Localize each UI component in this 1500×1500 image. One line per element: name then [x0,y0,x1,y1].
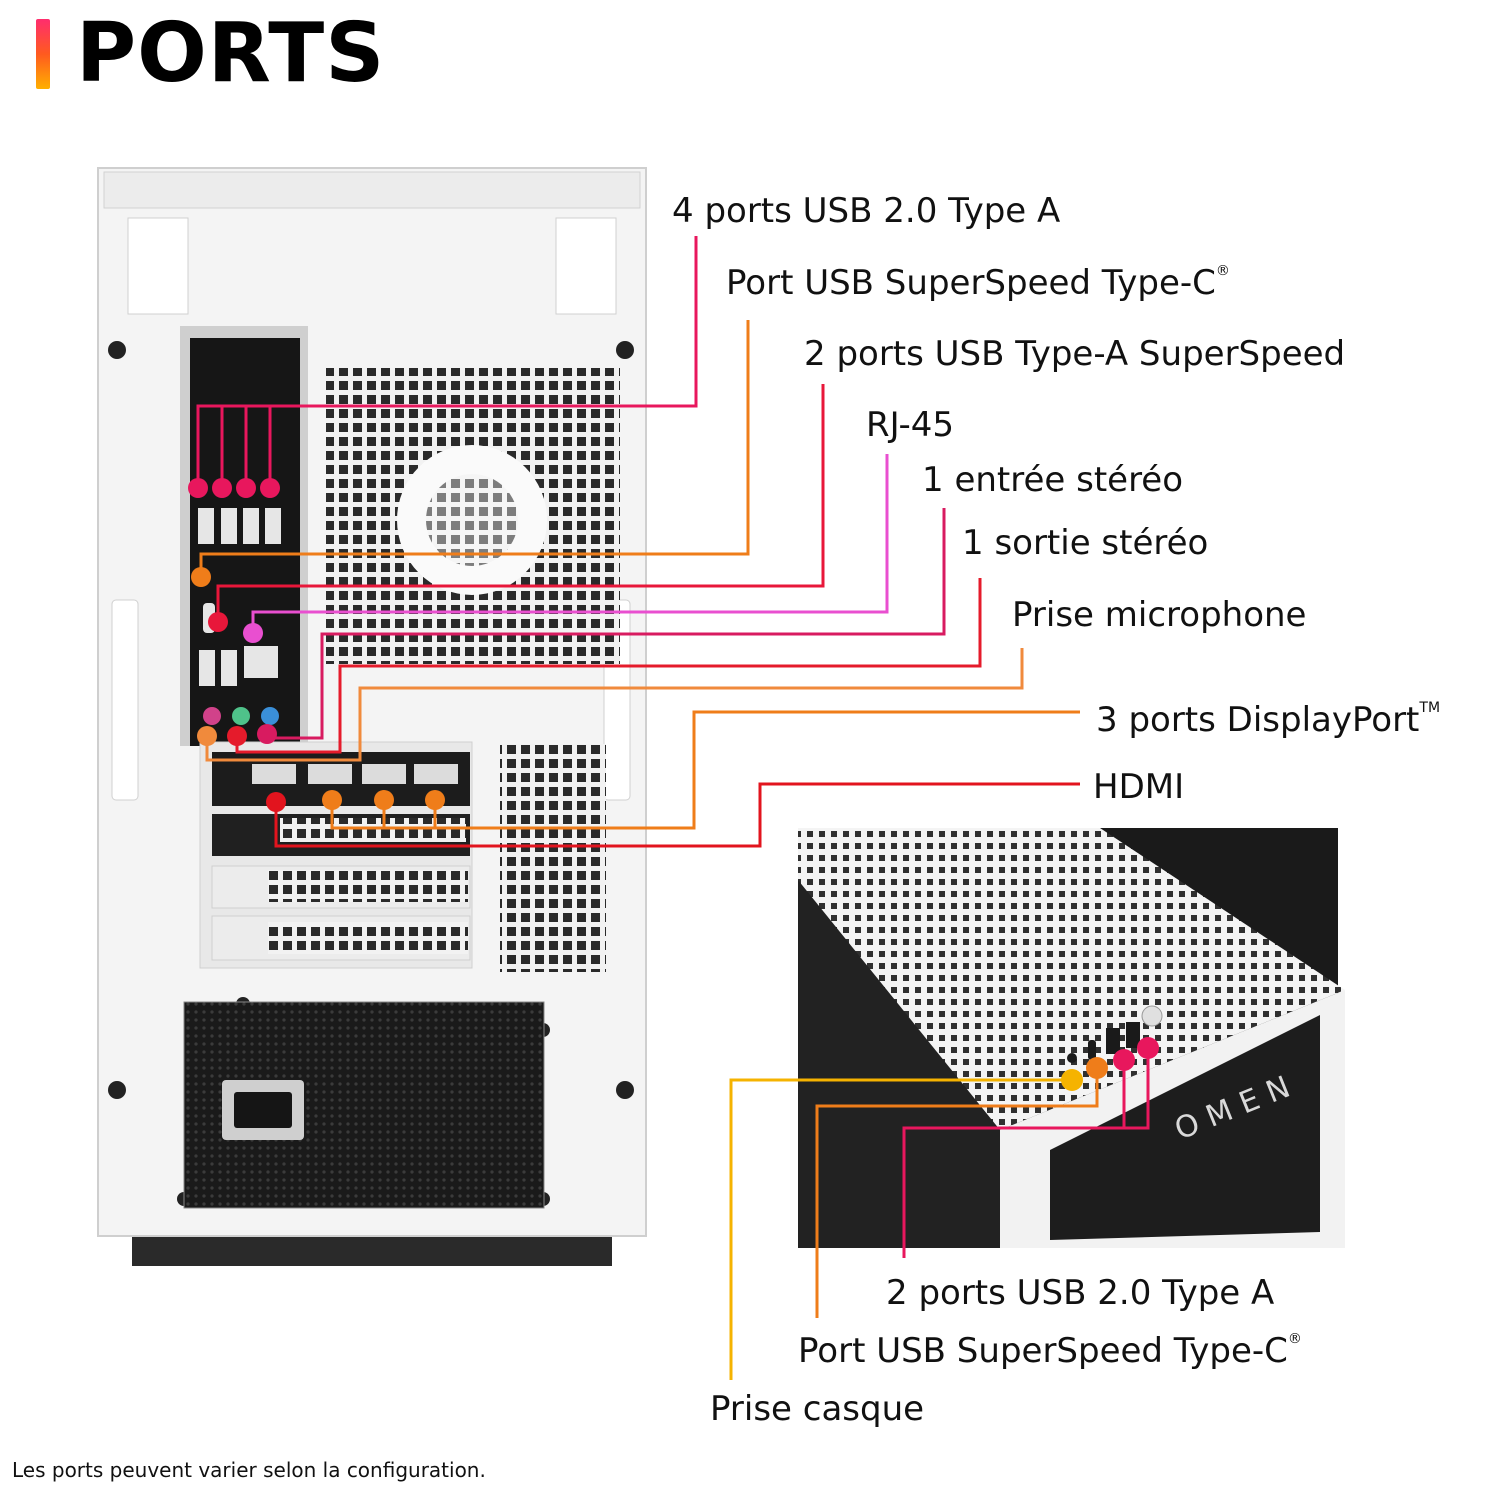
leader-hdmi [274,782,1080,848]
leader-superspeed [216,384,825,622]
handle-right [555,217,617,315]
label-usb2-typeA: 4 ports USB 2.0 Type A [672,191,1061,231]
leader-front-typec [815,1068,1099,1318]
label-headset: Prise casque [710,1389,925,1429]
label-front-usb-typec: Port USB SuperSpeed Type-C® [798,1331,1302,1371]
leader-mic [205,648,1024,762]
page-title: PORTS [76,6,386,101]
leader-stereo-in [267,508,946,740]
rear-port-markers [188,478,445,812]
footnote: Les ports peuvent varier selon la config… [12,1458,486,1482]
label-usb-typec: Port USB SuperSpeed Type-C® [726,263,1230,303]
page-header: PORTS [36,6,386,101]
leader-rj45 [251,454,889,633]
front-top-illustration: OMEN [798,828,1345,1248]
rear-tower-illustration [97,167,647,1266]
front-port-markers [1061,1037,1159,1091]
label-stereo-in: 1 entrée stéréo [922,460,1184,500]
label-microphone: Prise microphone [1012,595,1307,635]
leader-front-usb2 [902,1048,1150,1258]
leader-typec [199,320,750,577]
label-front-usb2-typeA: 2 ports USB 2.0 Type A [886,1273,1275,1313]
label-hdmi: HDMI [1093,767,1185,807]
leader-stereo-out [235,578,982,754]
expansion-slots [199,741,606,972]
rear-fan-grill [326,368,620,664]
leader-usb2 [196,236,698,488]
label-usb-typeA-superspeed: 2 ports USB Type-A SuperSpeed [804,334,1346,374]
label-rj45: RJ-45 [866,405,954,445]
front-leader-lines [729,1048,1150,1380]
label-stereo-out: 1 sortie stéréo [962,523,1209,563]
title-accent-bar [36,19,50,89]
io-shield [180,326,308,746]
rear-leader-lines [196,236,1080,848]
leader-headset [729,1078,1072,1380]
power-supply [183,1001,545,1209]
handle-left [127,217,189,315]
label-displayport: 3 ports DisplayPortTM [1096,700,1441,740]
